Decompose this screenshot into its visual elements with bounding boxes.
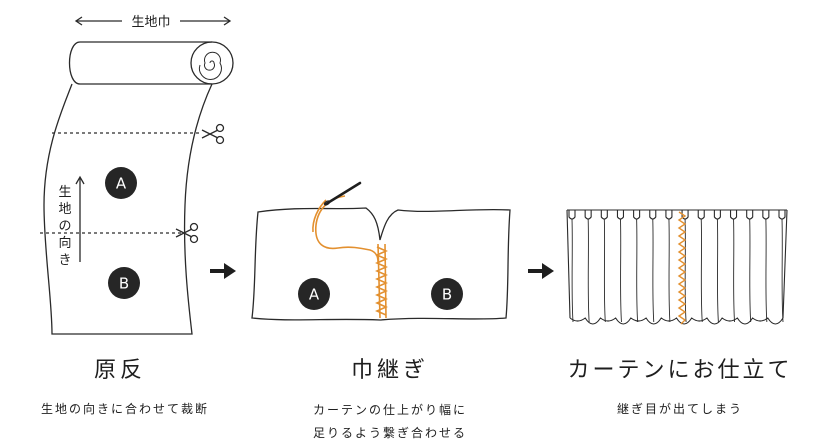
curtain-hook [633,210,641,220]
step-arrow-icon [210,263,236,279]
curtain-fold [733,218,735,323]
grain-char: き [58,253,71,268]
fabric-roll [68,41,234,85]
curtain-pleats [568,210,786,323]
grain-char: 向 [58,235,71,251]
step-2-description-line-1: カーテンの仕上がり幅に [312,403,467,417]
scissors-icon [201,123,225,145]
curtain-hem [569,317,784,325]
curtain-fold [781,218,784,323]
seam-stitches [312,195,388,319]
fabric-roll-panel [40,16,234,335]
curtain-hook [729,210,738,220]
curtain-hook [649,210,657,220]
scissors-icon [175,222,199,244]
piece-a-badge: A [105,167,137,199]
piece-b-badge: B [108,267,140,299]
step-arrow-icon [528,263,554,279]
step-3-title: カーテンにお仕立て [567,358,793,383]
curtain-fold [700,218,703,323]
piece-b-badge: B [431,278,463,310]
piece-a-badge: A [298,278,330,310]
grain-direction-label: 生 地 の 向 き [58,185,71,268]
grain-char: 地 [58,202,71,217]
step-1-title: 原反 [93,358,146,383]
curtain-fold [620,218,622,323]
curtain-hook [616,210,625,220]
needle-icon [323,181,362,206]
fabric-sheet [43,83,213,335]
curtain-fold [571,218,574,323]
curtain-fold [684,218,687,323]
svg-text:B: B [442,286,452,304]
step-1-description: 生地の向きに合わせて裁断 [40,402,209,416]
curtain-hook [600,210,608,220]
step-3-description: 継ぎ目が出てしまう [616,402,743,416]
curtain-hook [778,210,786,220]
curtain-hook [697,210,705,220]
svg-text:A: A [309,286,320,304]
curtain-fold [652,218,655,323]
curtain-fold [603,218,606,323]
curtain-fold [716,218,719,323]
fabric-width-arrow [74,16,232,26]
curtain-seam [677,211,687,325]
step-2-title: 巾継ぎ [350,358,429,383]
svg-text:A: A [116,175,127,193]
curtain-fold [587,218,590,323]
curtain-hook [713,210,721,220]
curtain-hook [762,210,770,220]
curtain-fold [668,218,671,323]
curtain-hook [584,210,592,220]
curtain-hook [568,210,576,220]
grain-char: 生 [58,185,71,200]
fabric-width-label: 生地巾 [131,15,170,30]
curtain-panel [566,209,788,325]
curtain-hook [746,210,754,220]
joined-fabric-panel [251,207,511,321]
svg-text:B: B [119,275,129,293]
grain-direction-arrow [75,175,85,262]
curtain-fold [749,218,752,323]
curtain-fold [765,218,768,323]
curtain-fold [636,218,639,323]
curtain-hook [665,210,673,220]
grain-char: の [58,219,71,234]
step-2-description-line-2: 足りるよう繋ぎ合わせる [312,426,467,440]
